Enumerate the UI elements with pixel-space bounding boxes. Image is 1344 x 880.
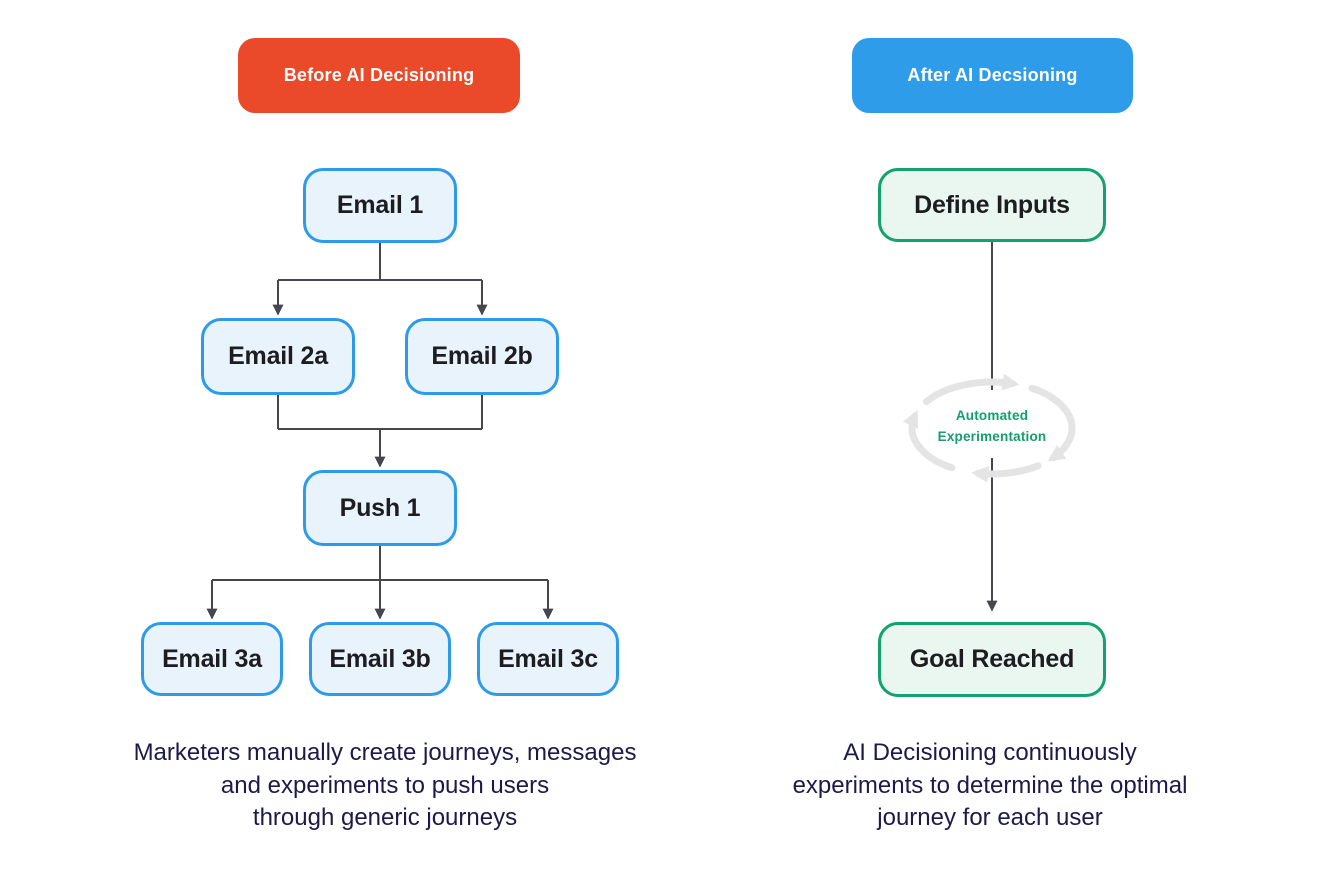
node-email-1: Email 1 — [303, 168, 457, 243]
before-caption-line-3: through generic journeys — [252, 804, 518, 831]
after-caption-line-1: AI Decisioning continuously — [843, 739, 1137, 766]
node-email-2b: Email 2b — [405, 318, 559, 395]
automated-experimentation-cycle-icon — [902, 373, 1076, 483]
before-caption: Marketers manually create journeys, mess… — [90, 737, 680, 835]
node-email-3b: Email 3b — [309, 622, 451, 696]
node-goal-reached: Goal Reached — [878, 622, 1106, 697]
node-push-1: Push 1 — [303, 470, 457, 546]
after-caption-line-3: journey for each user — [877, 804, 1103, 831]
node-email-2a: Email 2a — [201, 318, 355, 395]
after-caption: AI Decisioning continuously experiments … — [740, 737, 1240, 835]
cycle-label-line-2: Experimentation — [937, 429, 1047, 444]
node-email-3a: Email 3a — [141, 622, 283, 696]
before-ai-badge: Before AI Decisioning — [238, 38, 520, 113]
before-caption-line-2: and experiments to push users — [220, 771, 550, 799]
after-ai-badge: After AI Decsioning — [852, 38, 1133, 113]
automated-experimentation-label: Automated Experimentation — [902, 405, 1082, 447]
before-caption-line-1: Marketers manually create journeys, mess… — [133, 739, 637, 766]
cycle-label-line-1: Automated — [955, 408, 1029, 423]
node-email-3c: Email 3c — [477, 622, 619, 696]
before-flow-arrows — [206, 243, 554, 620]
node-define-inputs: Define Inputs — [878, 168, 1106, 242]
after-caption-line-2: experiments to determine the optimal — [792, 771, 1188, 799]
